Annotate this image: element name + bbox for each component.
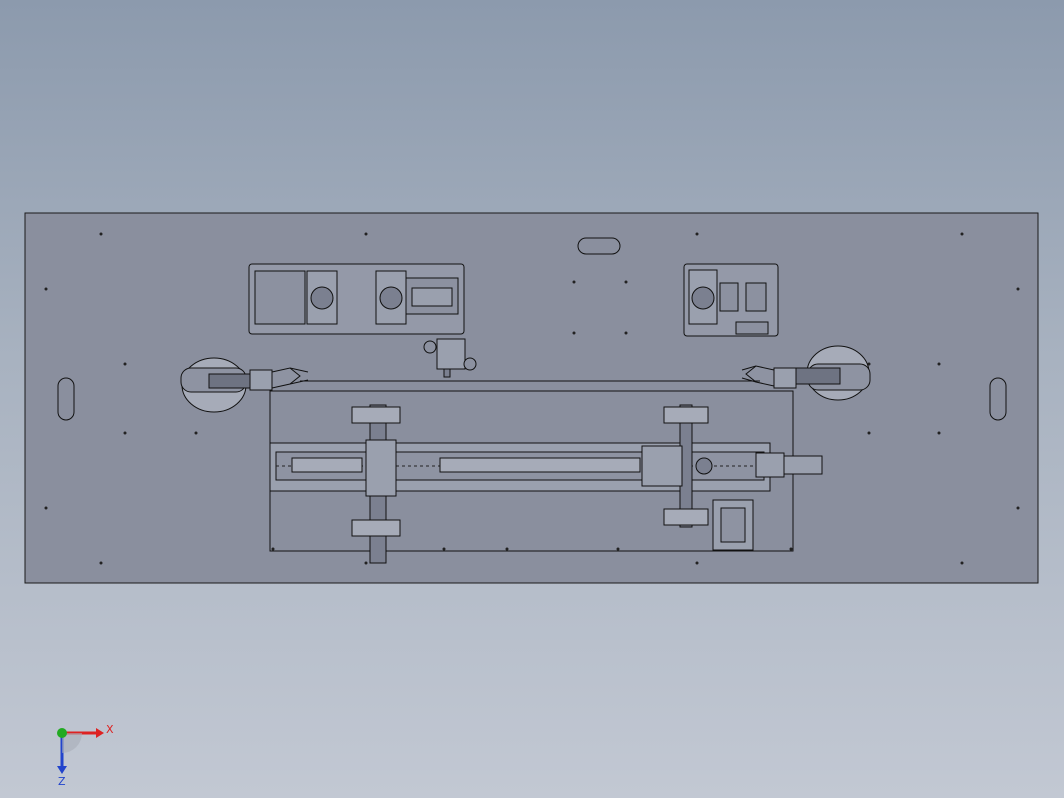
feeder-module-left[interactable] [248, 263, 465, 335]
gantry-left[interactable] [351, 404, 401, 564]
x-axis-label: X [106, 723, 114, 736]
linear-rail[interactable] [269, 442, 771, 492]
feeder-module-right[interactable] [683, 263, 779, 337]
coordinate-triad: X Z [57, 723, 114, 786]
x-axis-arrowhead [96, 728, 104, 738]
y-axis-dot [57, 728, 67, 738]
gantry-right[interactable] [641, 404, 713, 528]
slot-right [989, 377, 1007, 421]
sensor-bracket[interactable] [423, 338, 477, 378]
rail-end-block[interactable] [755, 452, 823, 478]
robot-arm-left[interactable] [180, 357, 309, 413]
z-axis-arrowhead [57, 766, 67, 774]
robot-arm-right[interactable] [741, 345, 871, 401]
triad-arc [62, 733, 82, 753]
control-box[interactable] [712, 499, 754, 551]
base-plate[interactable] [24, 212, 1039, 584]
slot-left [57, 377, 75, 421]
frame-bolts [271, 547, 793, 551]
z-axis-label: Z [58, 775, 66, 786]
slot-top [577, 237, 621, 255]
